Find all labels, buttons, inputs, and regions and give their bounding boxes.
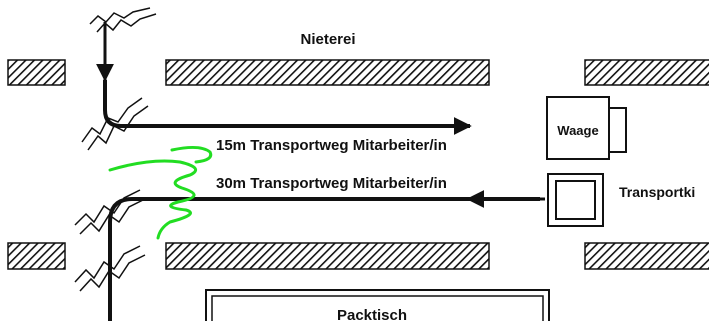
wall-segment-bottom-middle <box>165 242 490 270</box>
transportweg-15m-label: 15m Transportweg Mitarbeiter/in <box>216 137 447 154</box>
wall-segment-bottom-right <box>584 242 709 270</box>
wall-segment-top-middle <box>165 59 490 86</box>
green-scribble <box>108 159 198 240</box>
wall-segment-bottom-left <box>7 242 66 270</box>
waage-box <box>546 96 627 160</box>
transportkiste-label: Transportki <box>619 184 695 200</box>
return-path-line <box>108 197 540 321</box>
packtisch-label: Packtisch <box>337 307 407 321</box>
green-scribble-top <box>170 145 213 164</box>
wall-segment-top-left <box>7 59 66 86</box>
packtisch-box <box>205 289 550 321</box>
transportkiste-box <box>547 173 604 227</box>
break-symbol-top <box>89 7 157 33</box>
transportweg-30m-label: 30m Transportweg Mitarbeiter/in <box>216 175 447 192</box>
break-symbol-upper-path <box>81 97 149 151</box>
nieterei-label: Nieterei <box>300 31 355 48</box>
waage-label: Waage <box>557 123 598 138</box>
entry-path-curve <box>103 80 470 128</box>
wall-segment-top-right <box>584 59 709 86</box>
